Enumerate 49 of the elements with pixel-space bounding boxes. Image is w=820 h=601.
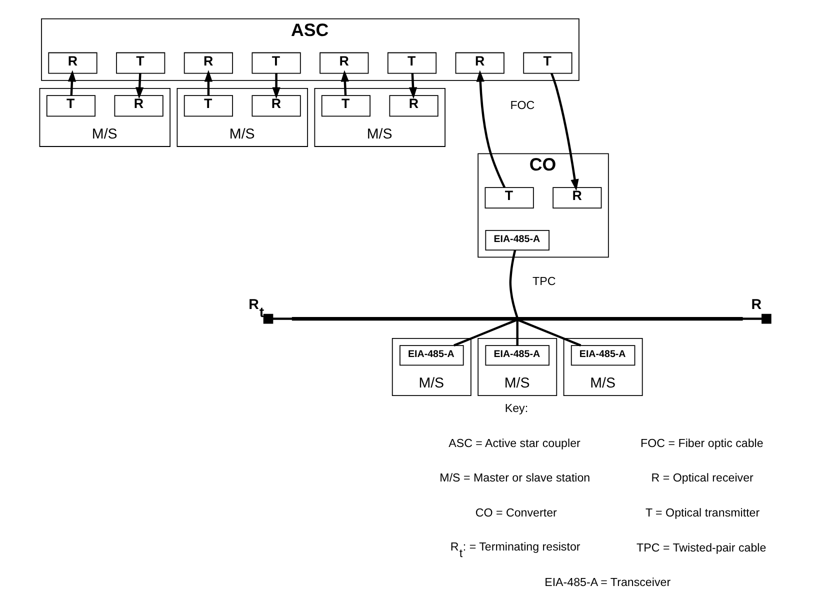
node-label: R (751, 296, 762, 313)
label: TPC = Twisted-pair cable (636, 541, 766, 554)
connector (742, 318, 762, 320)
arrow (68, 70, 76, 96)
node-box: T (484, 187, 534, 209)
label: EIA-485-A = Transceiver (544, 576, 671, 590)
connector (516, 320, 518, 346)
node-box: R (552, 187, 602, 209)
connector (509, 250, 518, 318)
node-box: R (252, 95, 301, 117)
arrow (550, 72, 579, 191)
node-box: R (455, 52, 504, 74)
node-box: R (48, 52, 98, 74)
node-box: EIA-485-A (485, 345, 550, 366)
label: TPC (532, 275, 556, 288)
node-box: R (320, 52, 369, 74)
node-box: EIA-485-A (570, 345, 636, 366)
connector (454, 319, 517, 346)
node-box: T (321, 95, 370, 117)
arrow (476, 70, 506, 188)
label: Key: (504, 402, 528, 416)
node-box: T (184, 95, 233, 117)
node-box: EIA-485-A (400, 345, 464, 366)
node-box: EIA-485-A (485, 230, 550, 250)
label: R = Optical receiver (651, 472, 754, 485)
node-box: T (252, 52, 301, 74)
label: CO = Converter (475, 506, 557, 520)
connector (518, 319, 582, 346)
label: ASC = Active star coupler (448, 436, 580, 450)
label: M/S = Master or slave station (440, 472, 590, 485)
node-box: T (46, 95, 96, 117)
node-box: R (114, 95, 164, 117)
node-bar (292, 317, 743, 321)
arrow (272, 73, 280, 99)
node-box (263, 314, 274, 324)
arrow (408, 73, 418, 99)
node-box: T (523, 52, 572, 74)
label: T = Optical transmitter (645, 506, 760, 520)
arrow (204, 70, 213, 96)
label: FOC = Fiber optic cable (640, 436, 764, 450)
node-box (762, 314, 772, 324)
arrow (340, 70, 349, 96)
label: FOC (510, 98, 535, 112)
connector (272, 318, 292, 320)
node-box: R (389, 95, 438, 117)
arrow (136, 73, 144, 99)
node-box: T (116, 52, 166, 74)
node-box: T (387, 52, 437, 74)
node-box: R (184, 52, 233, 74)
